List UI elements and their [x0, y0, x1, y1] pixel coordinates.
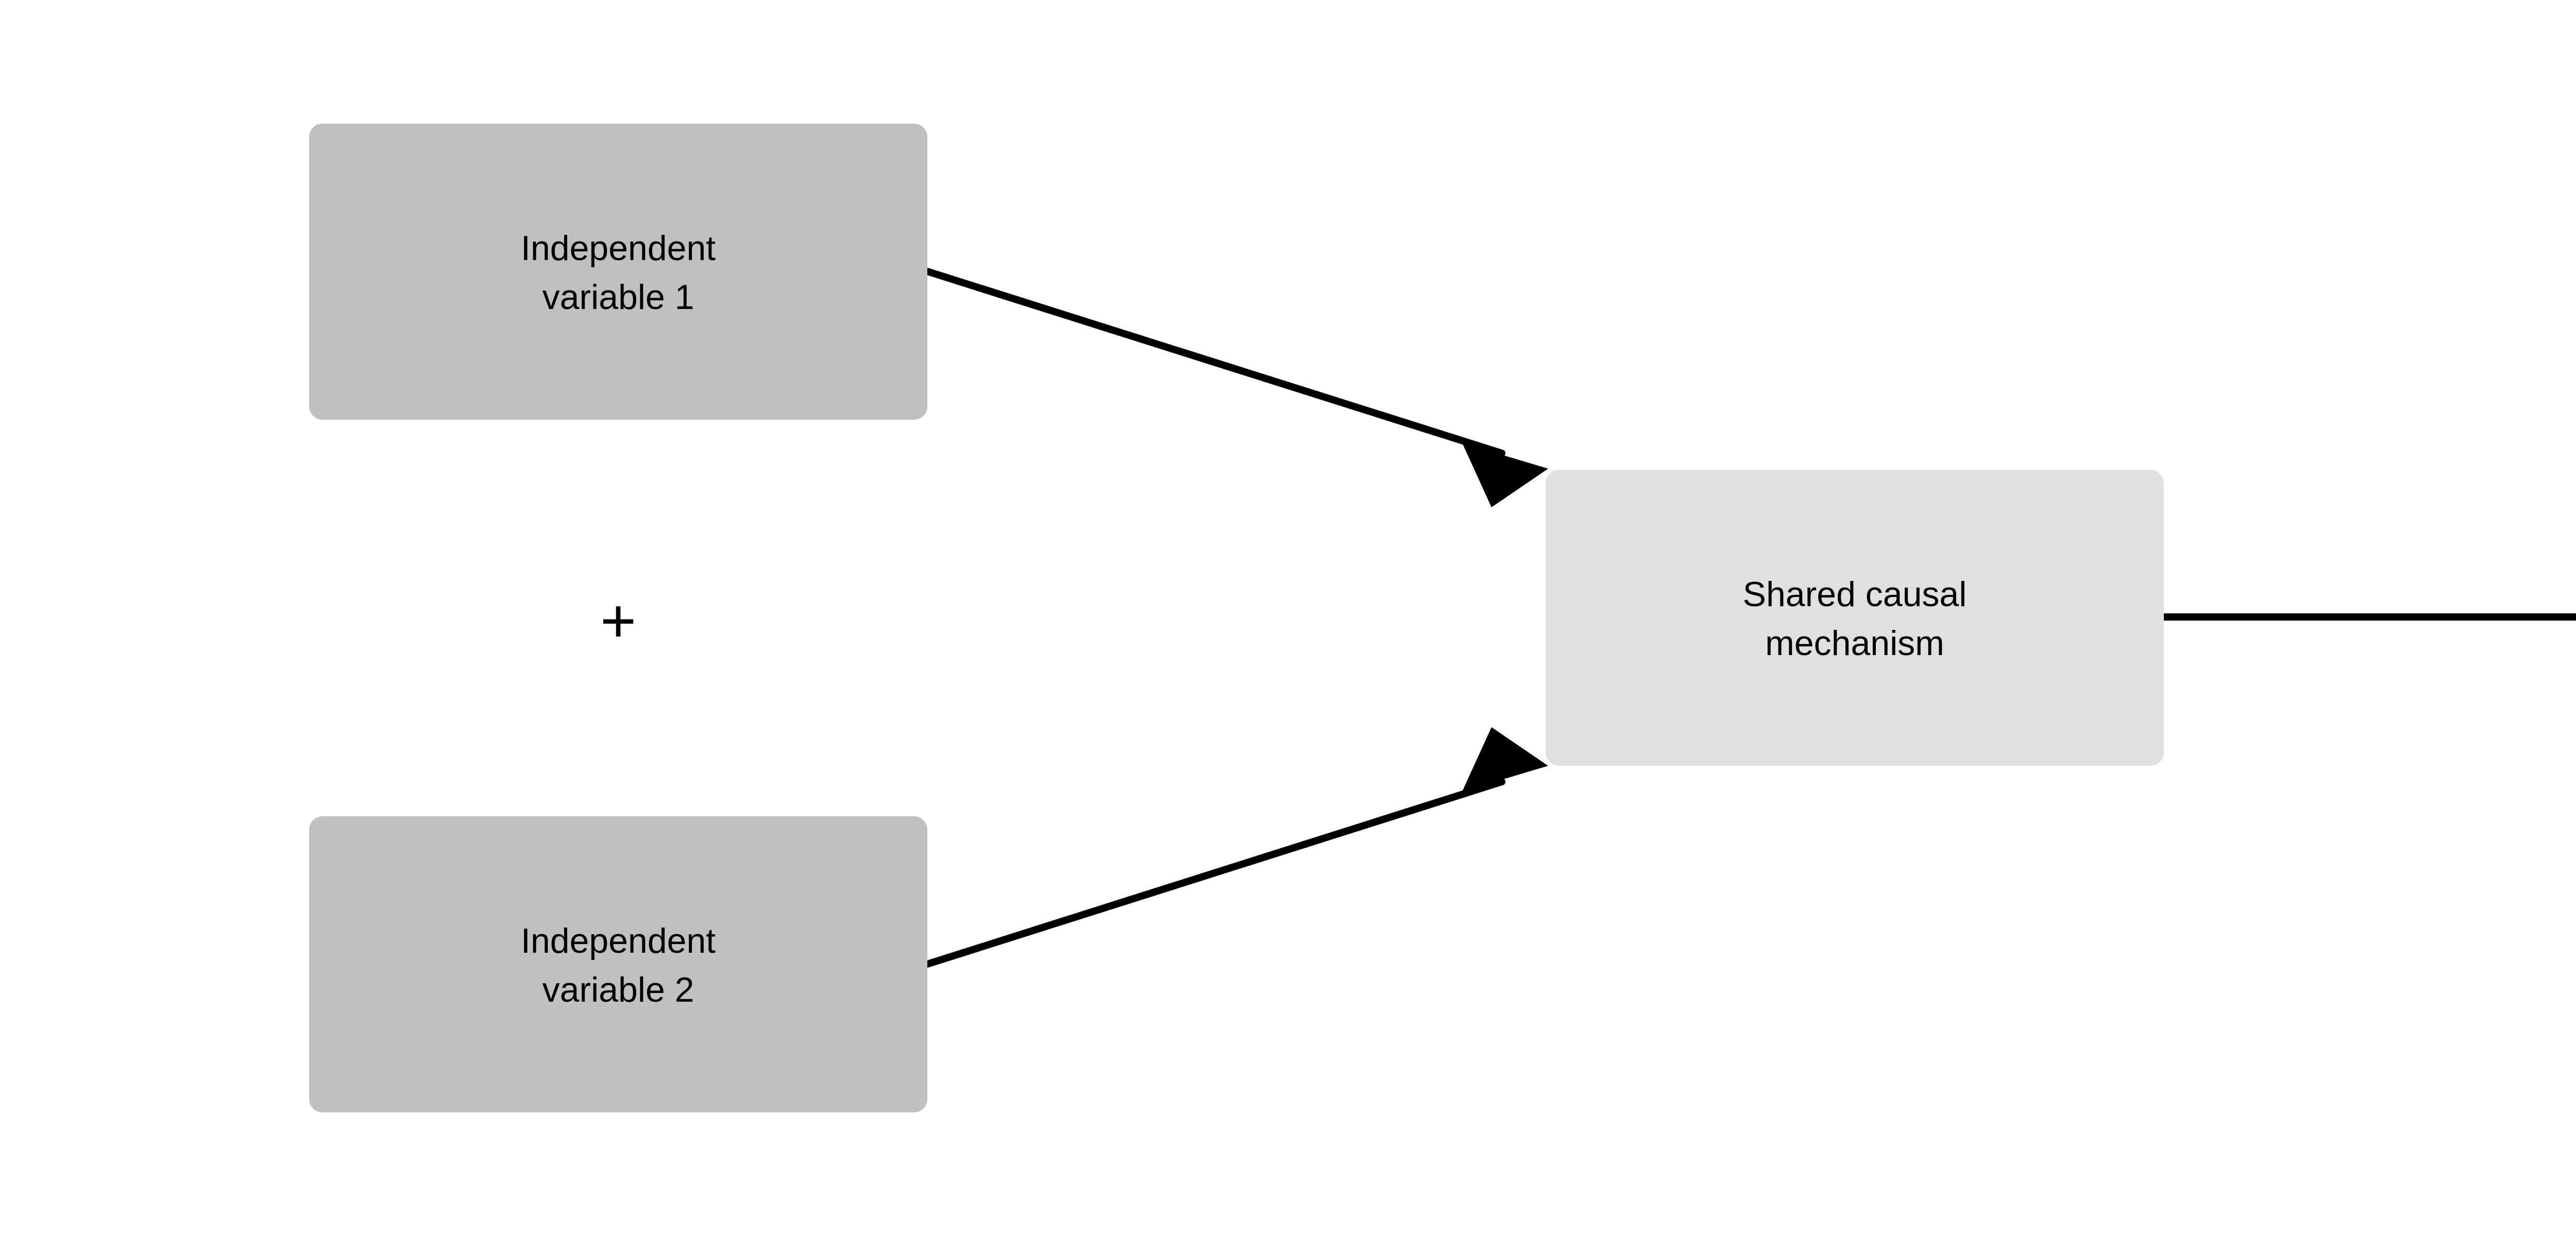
- node-independent-variable-2-label-line2: variable 2: [543, 970, 694, 1009]
- node-independent-variable-1[interactable]: Independent variable 1: [309, 124, 927, 420]
- edge-iv2-to-mechanism: [924, 727, 1548, 968]
- edge-iv2-to-mechanism-arrowhead: [1462, 727, 1548, 792]
- edge-iv1-to-mechanism-line: [924, 268, 1505, 457]
- node-independent-variable-2-label-line1: Independent: [521, 921, 716, 960]
- operator-plus: +: [600, 587, 636, 656]
- edge-iv2-to-mechanism-line: [924, 778, 1505, 968]
- node-independent-variable-1-label-line2: variable 1: [543, 278, 694, 317]
- node-shared-causal-mechanism[interactable]: Shared causal mechanism: [1546, 470, 2164, 766]
- edge-mechanism-to-dv: [2158, 613, 2576, 621]
- node-independent-variable-1-box[interactable]: [309, 124, 927, 420]
- node-independent-variable-2-box[interactable]: [309, 816, 927, 1112]
- edge-iv1-to-mechanism-arrowhead: [1462, 443, 1548, 507]
- node-shared-causal-mechanism-box[interactable]: [1546, 470, 2164, 766]
- node-independent-variable-2[interactable]: Independent variable 2: [309, 816, 927, 1112]
- node-shared-causal-mechanism-label-line1: Shared causal: [1743, 575, 1967, 614]
- edge-iv1-to-mechanism: [924, 268, 1548, 507]
- node-shared-causal-mechanism-label-line2: mechanism: [1765, 624, 1944, 663]
- node-independent-variable-1-label-line1: Independent: [521, 229, 716, 268]
- plus-icon: +: [600, 587, 636, 656]
